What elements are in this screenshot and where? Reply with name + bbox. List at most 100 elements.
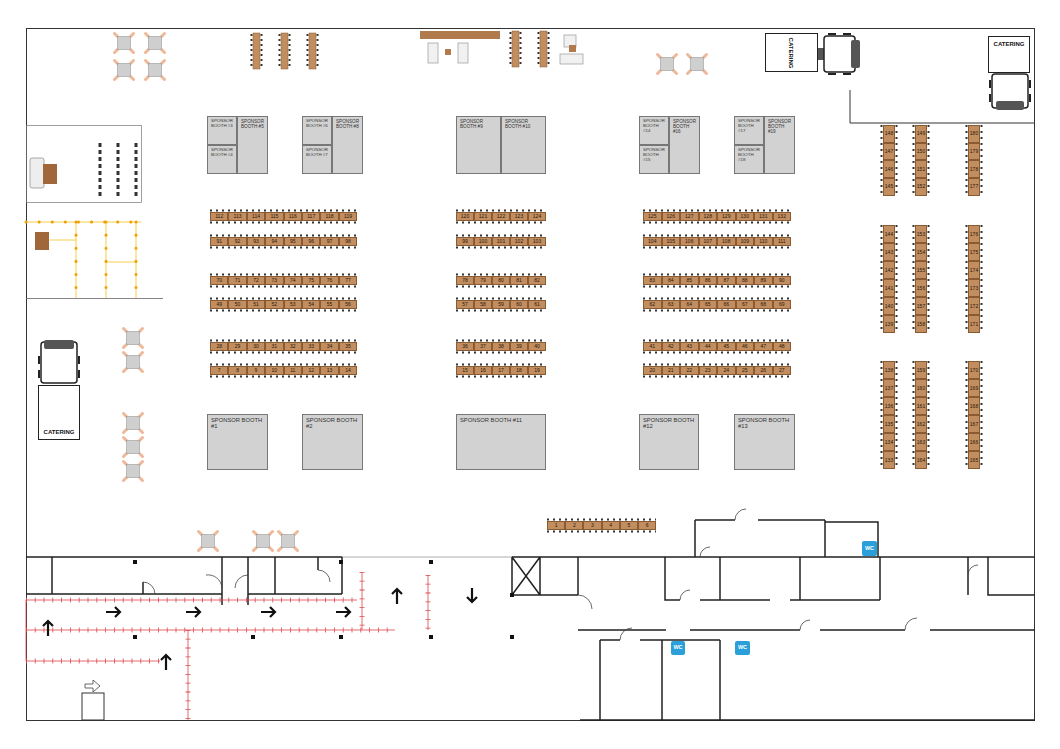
exhibitor-table: 168 [968,397,980,415]
table-number: 128 [704,214,712,219]
table-number: 77 [345,278,351,283]
exhibitor-table: 106 [680,237,699,246]
exhibitor-table: 45 [717,342,736,351]
exhibitor-table: 70 [210,276,228,285]
booth-label: SPONSOR BOOTH #1 [211,417,264,430]
sponsor-booth: SPONSOR BOOTH #2 [302,414,363,470]
table-number: 93 [253,239,259,244]
exhibitor-table: 163 [915,433,927,451]
queue-stanchions [26,572,428,720]
lounge-table [279,532,298,551]
table-number: 142 [885,268,893,273]
exhibitor-table: 29 [228,342,246,351]
table-number: 164 [917,458,925,463]
table-number: 1 [555,523,558,528]
table-number: 38 [498,344,504,349]
table-number: 141 [885,286,893,291]
catering-truck: CATERING [988,36,1030,73]
exhibitor-table: 129 [717,212,736,221]
exhibitor-table: 132 [773,212,792,221]
table-number: 179 [970,149,978,154]
table-number: 171 [970,322,978,327]
table-number: 157 [917,304,925,309]
exhibitor-table: 90 [773,276,792,285]
exhibitor-table: 173 [968,279,980,297]
exhibitor-table: 75 [302,276,320,285]
exhibitor-table: 140 [883,297,895,315]
exhibitor-table: 156 [915,279,927,297]
counter [420,31,500,39]
sponsor-booth: SPONSOR BOOTH #10 [501,116,546,174]
exhibitor-table: 80 [492,276,510,285]
sponsor-booth: SPONSOR BOOTH #4 [207,145,237,174]
table-number: 147 [885,149,893,154]
exit-door [82,693,104,720]
table-number: 64 [686,302,692,307]
table-number: 101 [497,239,505,244]
table-number: 133 [885,458,893,463]
exhibitor-table: 103 [528,237,546,246]
table-number: 113 [234,214,242,219]
sofa [560,54,583,64]
lounge-table [146,34,165,53]
truck-windshield [44,340,74,349]
exhibitor-table: 121 [474,212,492,221]
table-number: 170 [970,368,978,373]
exhibitor-table: 86 [699,276,718,285]
sponsor-booth: SPONSOR BOOTH #5 [237,116,268,174]
table-number: 14 [345,368,351,373]
table-number: 95 [290,239,296,244]
exhibitor-table: 26 [754,366,773,375]
exhibitor-table: 104 [643,237,662,246]
table-number: 174 [970,268,978,273]
building-wall [26,557,342,605]
table-number: 131 [759,214,767,219]
exhibitor-table: 174 [968,261,980,279]
table-number: 178 [970,167,978,172]
sponsor-booth: SPONSOR BOOTH #7 [302,145,332,174]
table-number: 28 [216,344,222,349]
hall-outline [27,29,1035,721]
exhibitor-table: 35 [339,342,357,351]
restroom-icon: WC [862,541,877,556]
exhibitor-table: 153 [915,225,927,243]
table-number: 23 [705,368,711,373]
lounge-table [124,353,143,372]
exhibitor-table: 126 [662,212,681,221]
table-number: 44 [705,344,711,349]
lounge-table [254,532,273,551]
table-number: 73 [272,278,278,283]
exhibitor-table: 59 [492,300,510,309]
exhibitor-table: 72 [247,276,265,285]
exhibitor-table: 84 [662,276,681,285]
sponsor-booth: SPONSOR BOOTH #6 [302,116,332,145]
exhibitor-table: 64 [680,300,699,309]
table-number: 78 [462,278,468,283]
table-number: 19 [534,368,540,373]
table-number: 13 [327,368,333,373]
table-number: 176 [970,232,978,237]
exhibitor-table: 105 [662,237,681,246]
sponsor-booth: SPONSOR BOOTH #1 [207,414,268,470]
restroom-label: WC [673,645,682,651]
exhibitor-table: 63 [662,300,681,309]
table-number: 72 [253,278,259,283]
exhibitor-table: 88 [736,276,755,285]
exhibitor-table: 74 [284,276,302,285]
exhibitor-table: 1 [547,521,565,530]
table-number: 159 [917,368,925,373]
exhibitor-table: 55 [320,300,338,309]
table-number: 173 [970,286,978,291]
lounge-table [124,438,143,457]
table-number: 91 [216,239,222,244]
exhibitor-table: 98 [339,237,357,246]
sponsor-booth: SPONSOR BOOTH #17 [734,116,764,145]
exhibitor-table: 15 [456,366,474,375]
table-number: 9 [255,368,258,373]
table-number: 84 [668,278,674,283]
table-number: 40 [534,344,540,349]
table-number: 55 [327,302,333,307]
exhibitor-table: 46 [736,342,755,351]
desk [35,232,49,250]
exhibitor-table: 42 [662,342,681,351]
